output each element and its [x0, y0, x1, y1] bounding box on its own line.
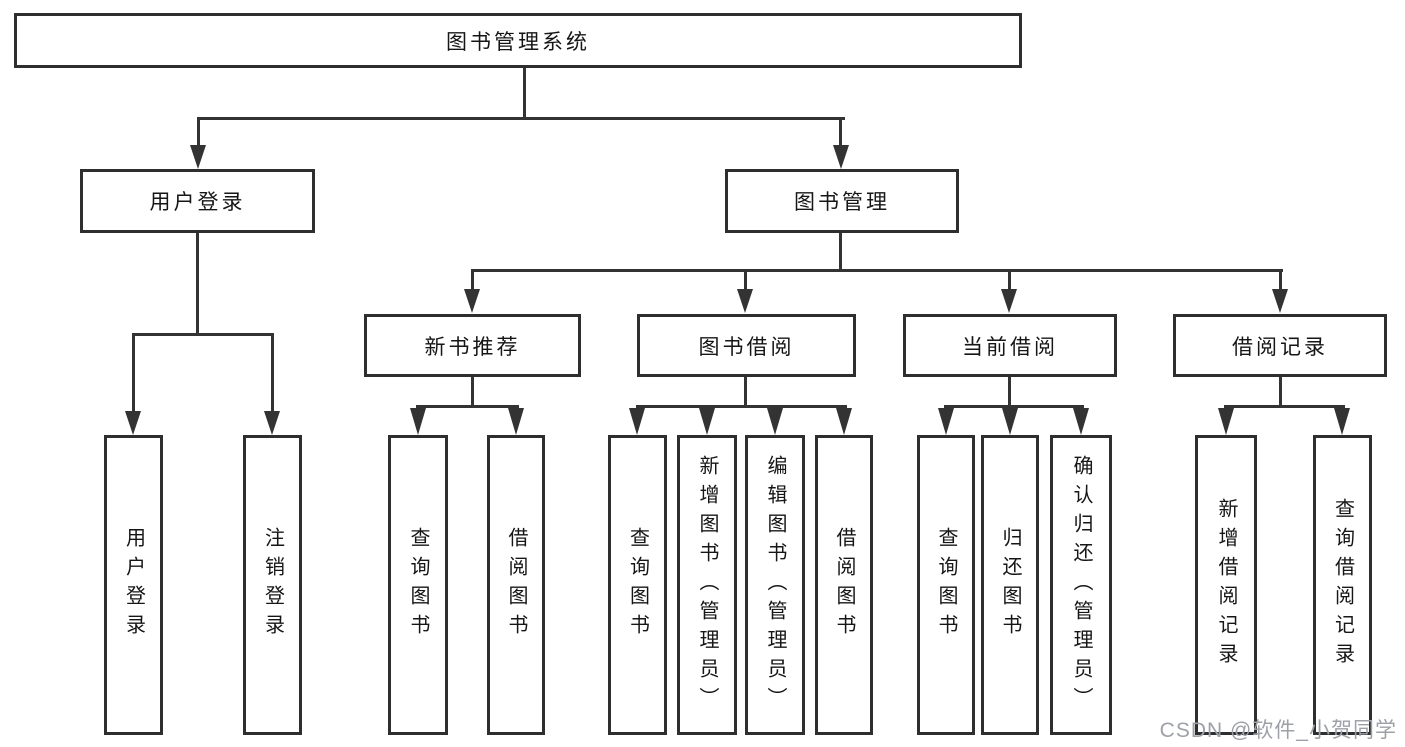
node-borrow-records-label: 借阅记录: [1232, 335, 1328, 359]
connector-borrow-branch: [636, 405, 847, 408]
connector-records-branch: [1224, 405, 1345, 408]
leaf-query-borrow-record-label: 查询借阅记录: [1331, 498, 1354, 672]
node-book-borrow: 图书借阅: [637, 314, 856, 377]
connector-current-branch: [944, 405, 1084, 408]
leaf-logout: 注销登录: [243, 435, 302, 735]
arrowhead-to-management: [833, 145, 849, 169]
connector-login-trunk: [196, 233, 199, 336]
leaf-query-book-2-label: 查询图书: [626, 527, 649, 643]
leaf-return-book-label: 归还图书: [999, 527, 1021, 643]
arrowhead-to-query-book-1: [410, 408, 426, 435]
leaf-user-login: 用户登录: [104, 435, 163, 735]
leaf-add-book-admin-label: 新增图书（管理员）: [696, 454, 718, 716]
leaf-borrow-book-2: 借阅图书: [815, 435, 873, 735]
arrowhead-to-query-record: [1334, 408, 1350, 435]
arrowhead-to-borrow-book-2: [836, 408, 852, 435]
leaf-query-book-1: 查询图书: [388, 435, 448, 735]
node-book-management-label: 图书管理: [794, 191, 890, 214]
leaf-borrow-book-2-label: 借阅图书: [833, 527, 855, 643]
connector-management-trunk: [839, 233, 842, 272]
node-borrow-records: 借阅记录: [1173, 314, 1387, 377]
arrowhead-to-edit-book: [767, 408, 783, 435]
leaf-query-book-3-label: 查询图书: [935, 527, 957, 643]
connector-root-branch: [197, 117, 845, 120]
connector-stem-current: [1008, 269, 1011, 291]
leaf-edit-book-admin: 编辑图书（管理员）: [745, 435, 805, 735]
node-current-borrow: 当前借阅: [903, 314, 1117, 377]
leaf-confirm-return-admin-label: 确认归还（管理员）: [1070, 454, 1092, 716]
node-root-label: 图书管理系统: [446, 30, 590, 54]
leaf-query-book-3: 查询图书: [917, 435, 975, 735]
connector-stem-recommend: [471, 269, 474, 291]
arrowhead-to-user-login: [125, 411, 141, 435]
leaf-query-borrow-record: 查询借阅记录: [1313, 435, 1372, 735]
leaf-borrow-book-1: 借阅图书: [487, 435, 545, 735]
node-new-book-recommend: 新书推荐: [364, 314, 581, 377]
leaf-add-borrow-record-label: 新增借阅记录: [1215, 498, 1237, 672]
connector-stem-login: [197, 117, 200, 147]
connector-stem-user-login: [132, 333, 135, 411]
leaf-logout-label: 注销登录: [261, 527, 284, 643]
connector-borrow-trunk: [744, 377, 747, 408]
arrowhead-to-query-book-2: [629, 408, 645, 435]
connector-login-branch: [132, 333, 274, 336]
arrowhead-to-borrow-book-1: [508, 408, 524, 435]
leaf-user-login-label: 用户登录: [122, 527, 145, 643]
leaf-query-book-1-label: 查询图书: [407, 527, 429, 643]
node-new-book-recommend-label: 新书推荐: [424, 335, 521, 359]
arrowhead-to-add-book: [699, 408, 715, 435]
connector-recommend-branch: [416, 405, 519, 408]
arrowhead-to-add-record: [1218, 408, 1234, 435]
node-user-login-group-label: 用户登录: [149, 191, 246, 214]
csdn-watermark: CSDN @软件_小贺同学: [1159, 719, 1397, 742]
leaf-add-borrow-record: 新增借阅记录: [1195, 435, 1257, 735]
arrowhead-to-records: [1272, 289, 1288, 313]
connector-root-trunk: [523, 68, 526, 118]
node-user-login-group: 用户登录: [80, 169, 315, 233]
leaf-return-book: 归还图书: [981, 435, 1039, 735]
connector-stem-logout: [271, 333, 274, 411]
node-book-management: 图书管理: [725, 169, 959, 233]
arrowhead-to-recommend: [464, 289, 480, 313]
arrowhead-to-return-book: [1002, 408, 1018, 435]
connector-records-trunk: [1279, 377, 1282, 408]
leaf-edit-book-admin-label: 编辑图书（管理员）: [764, 454, 786, 716]
leaf-borrow-book-1-label: 借阅图书: [505, 527, 527, 643]
leaf-query-book-2: 查询图书: [608, 435, 667, 735]
arrowhead-to-current: [1001, 289, 1017, 313]
arrowhead-to-confirm-return: [1073, 408, 1089, 435]
leaf-confirm-return-admin: 确认归还（管理员）: [1050, 435, 1112, 735]
arrowhead-to-logout: [264, 411, 280, 435]
arrowhead-to-login: [190, 145, 206, 169]
connector-recommend-trunk: [471, 377, 474, 408]
node-current-borrow-label: 当前借阅: [962, 335, 1058, 359]
leaf-add-book-admin: 新增图书（管理员）: [677, 435, 737, 735]
arrowhead-to-query-book-3: [938, 408, 954, 435]
arrowhead-to-borrow: [737, 289, 753, 313]
connector-stem-records: [1279, 269, 1282, 291]
node-book-borrow-label: 图书借阅: [698, 335, 795, 359]
connector-management-branch: [471, 269, 1283, 272]
connector-current-trunk: [1008, 377, 1011, 408]
connector-stem-borrow: [744, 269, 747, 291]
node-root: 图书管理系统: [14, 13, 1022, 68]
connector-stem-management: [839, 117, 842, 147]
